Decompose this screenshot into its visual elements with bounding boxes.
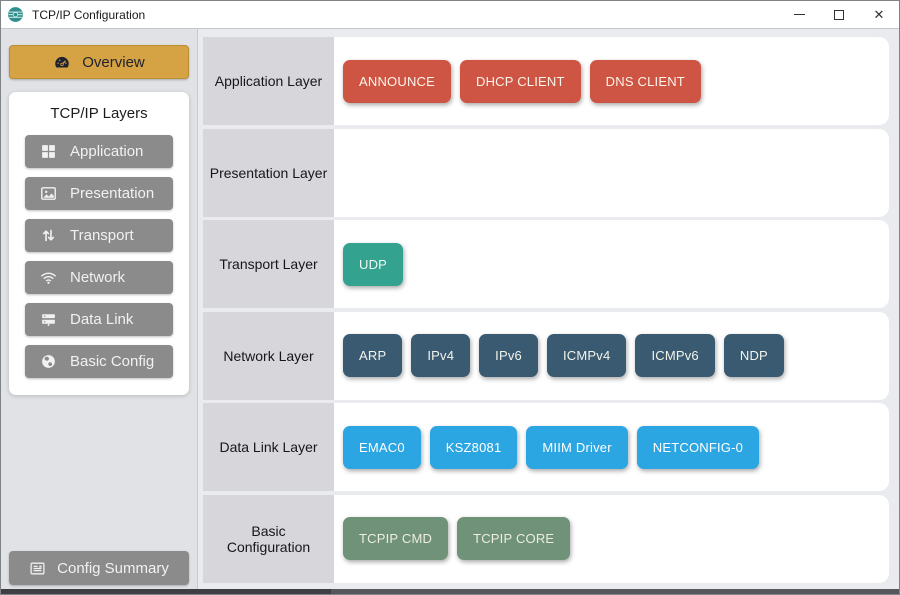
newspaper-icon	[29, 560, 46, 577]
module-chip-emac0[interactable]: EMAC0	[343, 425, 421, 469]
wifi-icon	[40, 269, 57, 286]
sidebar-item-label: Application	[70, 143, 144, 160]
grid-icon	[40, 143, 57, 160]
minimize-icon	[793, 14, 805, 15]
layer-row-content	[334, 128, 889, 217]
config-summary-button[interactable]: Config Summary	[9, 551, 189, 585]
server-icon	[40, 311, 57, 328]
layer-row-label: Transport Layer	[203, 220, 334, 308]
module-chip-ndp[interactable]: NDP	[723, 334, 784, 377]
sidebar-item-label: Presentation	[70, 185, 155, 202]
image-icon	[40, 185, 57, 202]
module-chip-ipv4[interactable]: IPv4	[411, 334, 471, 377]
module-chip-tcpip-cmd[interactable]: TCPIP CMD	[343, 517, 449, 560]
module-chip-udp[interactable]: UDP	[343, 242, 404, 286]
minimize-button[interactable]	[779, 1, 819, 28]
overview-button[interactable]: Overview	[9, 45, 189, 79]
maximize-button[interactable]	[819, 1, 859, 28]
module-chip-dhcp-client[interactable]: DHCP CLIENT	[460, 59, 581, 103]
maximize-icon	[834, 9, 844, 20]
window-title: TCP/IP Configuration	[32, 7, 146, 22]
sidebar-item-presentation[interactable]: Presentation	[25, 177, 173, 210]
module-chip-ksz8081[interactable]: KSZ8081	[429, 425, 518, 469]
layer-row-label: Data Link Layer	[203, 403, 334, 491]
sidebar-item-data-link[interactable]: Data Link	[25, 303, 173, 336]
sidebar-item-label: Basic Config	[70, 353, 155, 370]
arrows-vertical-icon	[40, 227, 57, 244]
layer-row-label: Basic Configuration	[203, 494, 334, 583]
layers-panel-title: TCP/IP Layers	[50, 105, 148, 122]
module-chip-announce[interactable]: ANNOUNCE	[343, 59, 451, 103]
globe-icon	[40, 353, 57, 370]
layer-row-label: Network Layer	[203, 311, 334, 400]
close-icon: ✕	[873, 7, 885, 22]
layer-row-label: Presentation Layer	[203, 128, 334, 217]
layer-row-content: UDP	[334, 220, 889, 308]
module-chip-netconfig-0[interactable]: NETCONFIG-0	[636, 425, 760, 469]
gauge-icon	[53, 53, 71, 71]
title-bar: TCP/IP Configuration ✕	[1, 1, 899, 29]
layer-row-label: Application Layer	[203, 37, 334, 125]
sidebar-item-label: Transport	[70, 227, 134, 244]
module-chip-dns-client[interactable]: DNS CLIENT	[589, 59, 701, 103]
close-button[interactable]: ✕	[859, 1, 899, 28]
module-chip-arp[interactable]: ARP	[343, 334, 403, 377]
module-chip-icmpv4[interactable]: ICMPv4	[547, 334, 627, 377]
module-chip-miim-driver[interactable]: MIIM Driver	[526, 425, 628, 469]
module-chip-icmpv6[interactable]: ICMPv6	[635, 334, 715, 377]
sidebar-item-basic-config[interactable]: Basic Config	[25, 345, 173, 378]
sidebar-item-application[interactable]: Application	[25, 135, 173, 168]
sidebar-item-label: Data Link	[70, 311, 134, 328]
config-summary-label: Config Summary	[57, 559, 169, 577]
layer-row: Presentation Layer	[203, 128, 889, 217]
overview-label: Overview	[82, 53, 145, 71]
background-window-strip	[1, 589, 899, 594]
sidebar-item-label: Network	[70, 269, 126, 286]
module-chip-ipv6[interactable]: IPv6	[479, 334, 538, 377]
sidebar-item-network[interactable]: Network	[25, 261, 173, 294]
module-chip-tcpip-core[interactable]: TCPIP CORE	[457, 517, 571, 560]
harmony-logo-icon	[7, 6, 24, 23]
sidebar-item-transport[interactable]: Transport	[25, 219, 173, 252]
